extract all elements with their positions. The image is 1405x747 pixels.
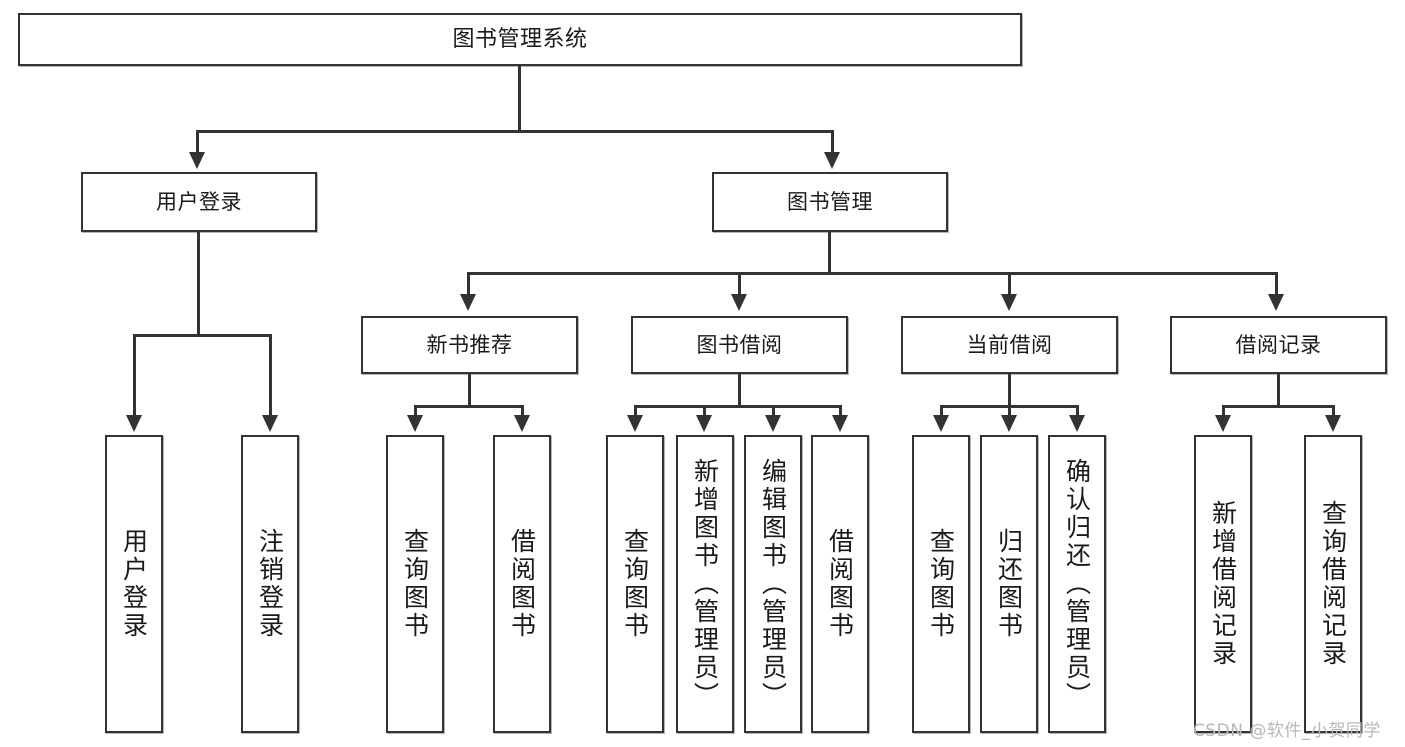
edge-recommend-drop-2 (521, 405, 524, 418)
node-label: 图书管理系统 (452, 26, 588, 52)
edge-borrow-drop-1 (634, 405, 637, 418)
edge-current-drop-2 (1008, 405, 1011, 418)
edge-record-bus (1222, 405, 1335, 408)
edge-recommend-stem (468, 374, 471, 407)
edge-book-management-stem (828, 232, 831, 274)
arrow-bm-to-new-book-recommend (460, 294, 476, 311)
node-book-management[interactable]: 图书管理 (712, 172, 948, 232)
leaf-logout[interactable]: 注销登录 (241, 435, 299, 733)
node-label: 编辑图书（管理员） (758, 458, 788, 710)
node-label: 当前借阅 (966, 332, 1053, 357)
leaf-record-query-borrow-record[interactable]: 查询借阅记录 (1304, 435, 1362, 733)
node-label: 确认归还（管理员） (1062, 458, 1092, 710)
edge-root-to-user-login (196, 130, 199, 154)
node-label: 注销登录 (255, 528, 285, 640)
node-label: 查询图书 (926, 528, 956, 640)
arrow-recommend-leaf-1 (407, 415, 423, 432)
arrow-bm-to-current-borrow (1001, 294, 1017, 311)
arrow-borrow-leaf-1 (627, 415, 643, 432)
node-new-book-recommend[interactable]: 新书推荐 (361, 316, 578, 374)
edge-record-stem (1277, 374, 1280, 407)
leaf-recommend-query-books[interactable]: 查询图书 (386, 435, 444, 733)
leaf-borrow-edit-book-admin[interactable]: 编辑图书（管理员） (744, 435, 802, 733)
edge-root-bus (196, 130, 834, 133)
edge-root-stem (518, 66, 521, 131)
edge-root-to-book-management (831, 130, 834, 154)
node-label: 查询图书 (400, 528, 430, 640)
arrow-current-leaf-2 (1001, 415, 1017, 432)
node-user-login[interactable]: 用户登录 (81, 172, 317, 232)
edge-current-stem (1008, 374, 1011, 407)
arrow-root-to-book-management (824, 152, 840, 169)
leaf-current-return-books[interactable]: 归还图书 (980, 435, 1038, 733)
arrow-current-leaf-1 (933, 415, 949, 432)
edge-current-drop-3 (1076, 405, 1079, 418)
arrow-recommend-leaf-2 (514, 415, 530, 432)
node-label: 新书推荐 (426, 332, 513, 357)
node-label: 借阅图书 (825, 528, 855, 640)
node-borrow-record[interactable]: 借阅记录 (1170, 316, 1387, 374)
node-book-borrow[interactable]: 图书借阅 (631, 316, 848, 374)
node-label: 借阅记录 (1235, 332, 1322, 357)
arrow-user-login-leaf-2 (262, 415, 278, 432)
edge-bm-drop-1 (467, 272, 470, 296)
arrow-current-leaf-3 (1069, 415, 1085, 432)
arrow-record-leaf-1 (1215, 415, 1231, 432)
edge-bm-drop-3 (1008, 272, 1011, 296)
edge-borrow-drop-3 (772, 405, 775, 418)
edge-recommend-bus (414, 405, 524, 408)
edge-bm-drop-2 (738, 272, 741, 296)
leaf-user-login[interactable]: 用户登录 (105, 435, 163, 733)
edge-user-login-stem (197, 232, 200, 336)
edge-user-login-drop-1 (133, 334, 136, 418)
leaf-current-query-books[interactable]: 查询图书 (912, 435, 970, 733)
node-label: 新增图书（管理员） (690, 458, 720, 710)
edge-borrow-drop-4 (839, 405, 842, 418)
node-label: 图书管理 (787, 189, 873, 214)
node-label: 借阅图书 (507, 528, 537, 640)
arrow-bm-to-borrow-record (1268, 294, 1284, 311)
node-label: 查询图书 (620, 528, 650, 640)
node-current-borrow[interactable]: 当前借阅 (901, 316, 1118, 374)
arrow-root-to-user-login (189, 152, 205, 169)
arrow-bm-to-book-borrow (731, 294, 747, 311)
edge-record-drop-2 (1332, 405, 1335, 418)
leaf-current-confirm-return-admin[interactable]: 确认归还（管理员） (1048, 435, 1106, 733)
edge-current-drop-1 (940, 405, 943, 418)
node-root-library-system[interactable]: 图书管理系统 (18, 13, 1022, 66)
leaf-borrow-query-books[interactable]: 查询图书 (606, 435, 664, 733)
arrow-record-leaf-2 (1325, 415, 1341, 432)
arrow-borrow-leaf-2 (696, 415, 712, 432)
edge-borrow-bus (634, 405, 841, 408)
edge-recommend-drop-1 (414, 405, 417, 418)
node-label: 新增借阅记录 (1208, 500, 1238, 668)
leaf-borrow-borrow-books[interactable]: 借阅图书 (811, 435, 869, 733)
edge-borrow-stem (738, 374, 741, 407)
edge-record-drop-1 (1222, 405, 1225, 418)
edge-borrow-drop-2 (703, 405, 706, 418)
node-label: 查询借阅记录 (1318, 500, 1348, 668)
edge-book-management-bus (467, 272, 1278, 275)
node-label: 用户登录 (156, 189, 242, 214)
arrow-borrow-leaf-3 (765, 415, 781, 432)
arrow-user-login-leaf-1 (126, 415, 142, 432)
edge-user-login-drop-2 (269, 334, 272, 418)
node-label: 用户登录 (119, 528, 149, 640)
node-label: 归还图书 (994, 528, 1024, 640)
leaf-borrow-add-book-admin[interactable]: 新增图书（管理员） (676, 435, 734, 733)
arrow-borrow-leaf-4 (832, 415, 848, 432)
edge-user-login-bus (133, 334, 272, 337)
leaf-recommend-borrow-books[interactable]: 借阅图书 (493, 435, 551, 733)
edge-bm-drop-4 (1275, 272, 1278, 296)
node-label: 图书借阅 (696, 332, 783, 357)
leaf-record-add-borrow-record[interactable]: 新增借阅记录 (1194, 435, 1252, 733)
